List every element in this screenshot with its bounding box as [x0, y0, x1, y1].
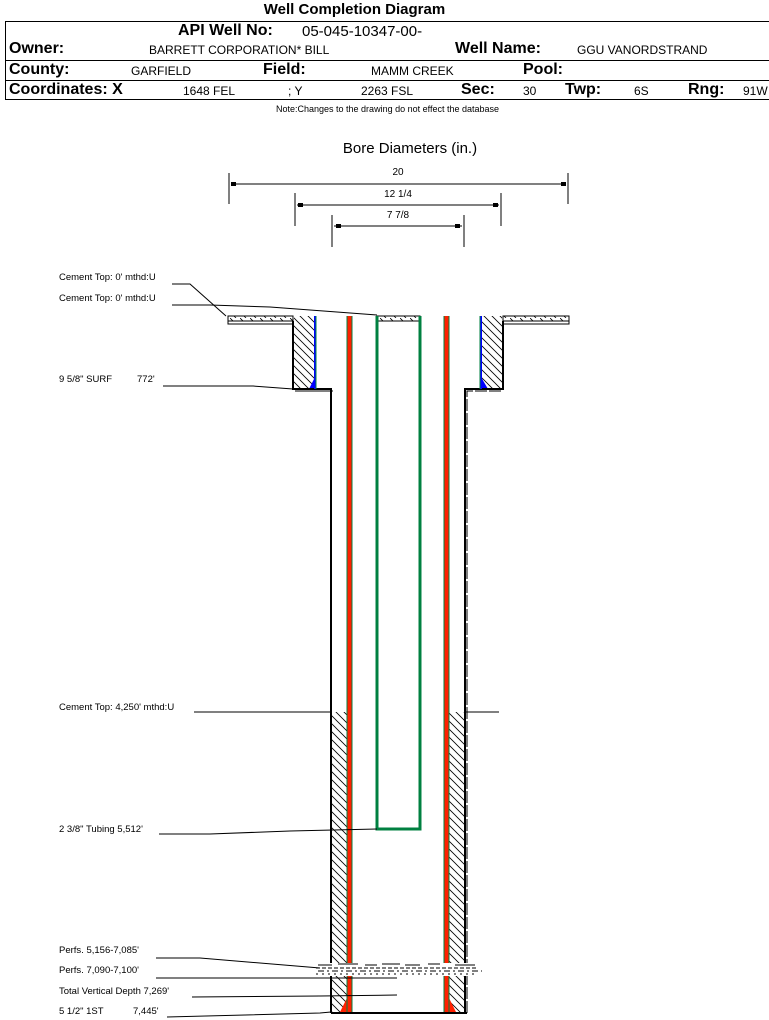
header-row-county: County: GARFIELD Field: MAMM CREEK Pool:	[6, 61, 769, 81]
tubing-label: 2 3/8" Tubing 5,512'	[59, 824, 143, 835]
county-label: County:	[9, 61, 70, 78]
sec-value: 30	[523, 84, 537, 98]
leader-lines	[156, 283, 499, 1018]
coord-y-label: ; Y	[288, 84, 303, 98]
surface-casing-depth: 772'	[137, 374, 155, 385]
owner-label: Owner:	[9, 40, 65, 57]
perforations-label: Perfs. 5,156-7,085'	[59, 945, 139, 956]
bore-diameter-label: 7 7/8	[386, 210, 410, 221]
production-casing-label: 5 1/2" 1ST	[59, 1006, 104, 1017]
county-value: GARFIELD	[131, 64, 192, 78]
tubing	[375, 316, 422, 831]
bore-dimension-12-1-4	[294, 193, 502, 226]
surface-casing-cement	[294, 316, 502, 389]
perforations-label: Perfs. 7,090-7,100'	[59, 965, 139, 976]
rng-label: Rng:	[688, 81, 725, 98]
header-row-api: API Well No: 05-045-10347-00-	[6, 22, 769, 40]
bore-dimension-20	[228, 173, 569, 204]
owner-value: BARRETT CORPORATION* BILL	[149, 43, 330, 57]
header-row-coordinates: Coordinates: X 1648 FEL ; Y 2263 FSL Sec…	[6, 81, 769, 100]
well-header-table: API Well No: 05-045-10347-00- Owner: BAR…	[5, 21, 769, 100]
bore-diameter-label: 12 1/4	[384, 189, 412, 200]
perforations	[316, 963, 482, 976]
leader-line	[191, 994, 398, 998]
field-value: MAMM CREEK	[371, 64, 454, 78]
api-value: 05-045-10347-00-	[302, 23, 423, 40]
diagram-title: Well Completion Diagram	[263, 1, 446, 18]
production-casing	[346, 316, 450, 1012]
leader-line	[159, 828, 378, 835]
well-name-label: Well Name:	[455, 40, 541, 57]
pool-label: Pool:	[523, 61, 563, 78]
cement-top-label: Cement Top: 0' mthd:U	[59, 272, 156, 283]
field-label: Field:	[263, 61, 306, 78]
leader-line	[172, 304, 378, 316]
bore-diameters-title: Bore Diameters (in.)	[342, 140, 478, 157]
production-casing-cement	[332, 712, 464, 1012]
api-label: API Well No:	[178, 22, 273, 39]
leader-line	[166, 1011, 332, 1018]
coord-x-label: Coordinates: X	[9, 81, 123, 98]
leader-line	[156, 957, 321, 969]
database-note: Note:Changes to the drawing do not effec…	[276, 104, 499, 114]
header-row-owner: Owner: BARRETT CORPORATION* BILL Well Na…	[6, 40, 769, 61]
bore-dimension-7-7-8	[331, 215, 465, 247]
twp-label: Twp:	[565, 81, 602, 98]
coord-x-value: 1648 FEL	[183, 84, 236, 98]
surface-casing	[292, 316, 504, 1013]
cement-top-label: Cement Top: 4,250' mthd:U	[59, 702, 175, 713]
total-depth-label: Total Vertical Depth 7,269'	[59, 986, 170, 997]
well-name-value: GGU VANORDSTRAND	[577, 43, 708, 57]
leader-line	[172, 283, 227, 317]
leader-line	[163, 385, 294, 390]
surface-casing-label: 9 5/8" SURF	[59, 374, 113, 385]
coord-y-value: 2263 FSL	[361, 84, 414, 98]
surface-cement-pad	[227, 315, 570, 325]
twp-value: 6S	[634, 84, 649, 98]
sec-label: Sec:	[461, 81, 495, 98]
cement-top-label: Cement Top: 0' mthd:U	[59, 293, 156, 304]
rng-value: 91W	[743, 84, 768, 98]
production-casing-depth: 7,445'	[133, 1006, 159, 1017]
bore-diameter-label: 20	[392, 167, 404, 178]
